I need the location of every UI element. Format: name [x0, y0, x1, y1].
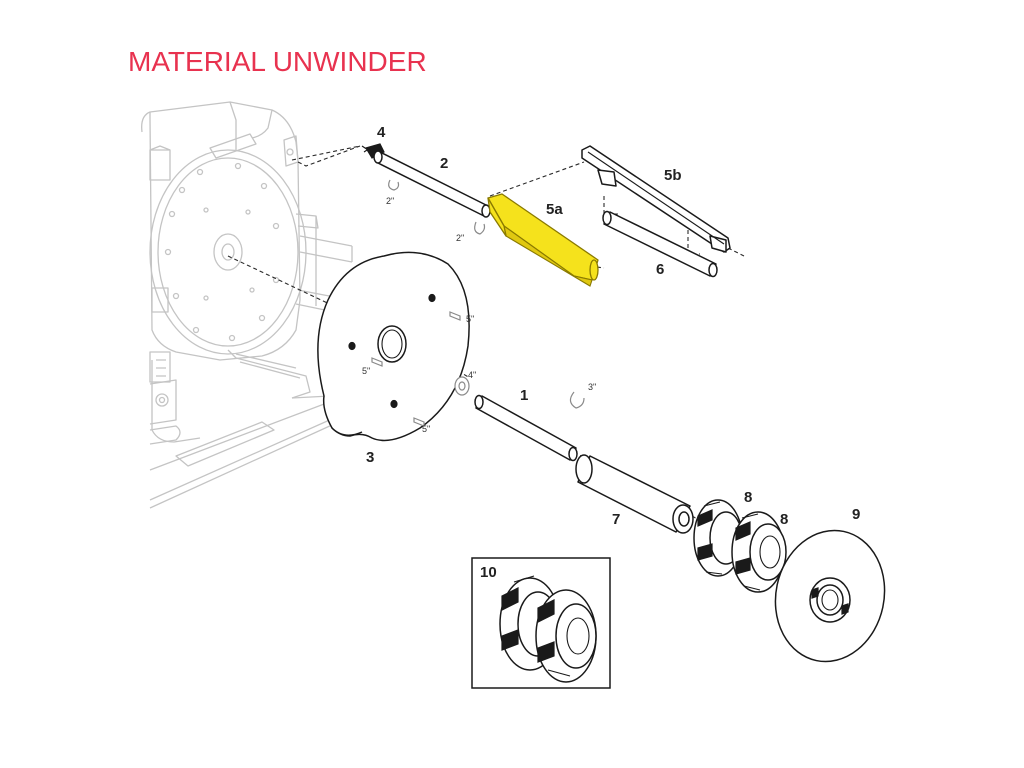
- callout-8-front: 8: [744, 489, 752, 506]
- callout-7: 7: [612, 511, 620, 528]
- part-5b-bar: [581, 145, 731, 253]
- callout-3: 3: [366, 449, 374, 466]
- callout-4: 4: [377, 124, 386, 141]
- part-9-end-disc: [774, 529, 886, 663]
- part-2-upper-shaft: [373, 150, 491, 235]
- qty-label-5-bottom: 5": [422, 424, 430, 434]
- part-7-core: [575, 454, 694, 534]
- callout-8-rear: 8: [780, 511, 788, 528]
- qty-label-2-upper: 2": [386, 196, 394, 206]
- callout-5a: 5a: [546, 201, 563, 218]
- part-washer-4: [454, 376, 470, 396]
- part-4-fitting: [361, 143, 385, 159]
- callout-9: 9: [852, 506, 860, 523]
- callout-10: 10: [480, 564, 497, 581]
- part-8-chuck-rear: [731, 511, 787, 593]
- part-6-shaft: [602, 210, 718, 278]
- callout-6: 6: [656, 261, 664, 278]
- callout-2: 2: [440, 155, 448, 172]
- qty-label-3: 3": [588, 382, 596, 392]
- qty-label-2-lower: 2": [456, 233, 464, 243]
- diagram-title: MATERIAL UNWINDER: [128, 46, 427, 77]
- part-1-main-shaft: [474, 391, 585, 462]
- part-10-inset-box: [471, 557, 611, 689]
- qty-label-4: 4": [468, 370, 476, 380]
- callout-1: 1: [520, 387, 528, 404]
- part-8-chuck-front: [693, 499, 743, 577]
- qty-label-5-left: 5": [362, 366, 370, 376]
- part-5a-guide-highlighted: [487, 193, 599, 287]
- part-3-flange-plate: [317, 251, 470, 442]
- qty-label-5-top: 5": [466, 314, 474, 324]
- callout-5b: 5b: [664, 167, 682, 184]
- machine-frame-ghost: [141, 101, 357, 509]
